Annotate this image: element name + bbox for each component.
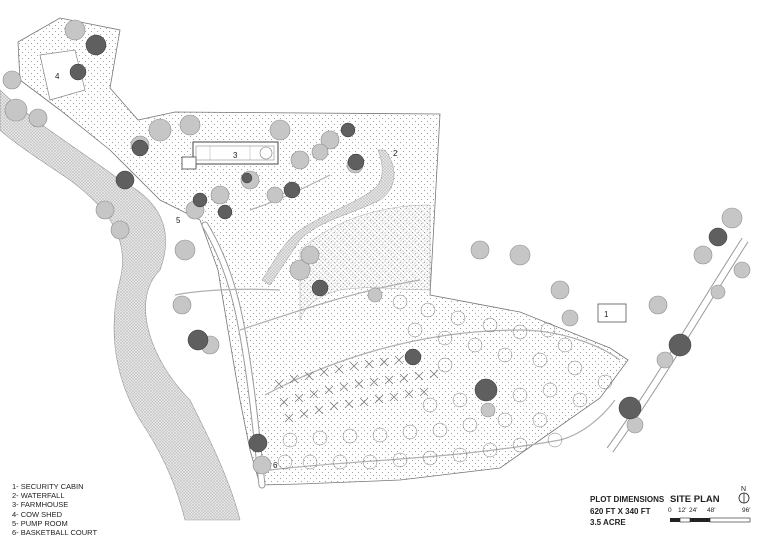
- label-waterfall: 2: [393, 149, 398, 158]
- label-pump-room: 5: [176, 216, 181, 225]
- label-basketball-court: 6: [273, 461, 278, 470]
- north-arrow-icon: N: [738, 486, 750, 504]
- plot-dimensions-size: 620 FT X 340 FT: [590, 506, 651, 516]
- scale-tick-label: 0: [668, 507, 672, 514]
- meadow: [299, 204, 431, 321]
- legend-item: 5- PUMP ROOM: [12, 518, 68, 528]
- legend-item: 4- COW SHED: [12, 509, 63, 519]
- scale-tick-label: 96': [742, 507, 751, 514]
- legend-item: 3- FARMHOUSE: [12, 500, 69, 510]
- legend: 1- SECURITY CABIN 2- WATERFALL 3- FARMHO…: [12, 482, 97, 537]
- label-farmhouse: 3: [233, 151, 238, 160]
- plot-dimensions: PLOT DIMENSIONS 620 FT X 340 FT 3.5 ACRE: [590, 494, 664, 529]
- legend-item: 1- SECURITY CABIN: [12, 482, 84, 491]
- cow-shed-plot: [39, 49, 86, 101]
- legend-item: 6- BASKETBALL COURT: [12, 528, 98, 538]
- scale-tick-label: 12': [678, 507, 687, 514]
- plot-dimensions-title: PLOT DIMENSIONS: [590, 495, 665, 504]
- scale-bar: 0 12' 24' 48' 96': [668, 507, 756, 529]
- scale-tick-label: 24': [689, 507, 698, 514]
- security-cabin: [597, 303, 627, 323]
- waterfall: [261, 149, 395, 286]
- orchard-trees: [277, 294, 613, 470]
- scale-tick-label: 48': [707, 507, 716, 514]
- site-plan-title: SITE PLAN: [670, 494, 720, 505]
- garden-path-4: [174, 288, 281, 296]
- label-cow-shed: 4: [55, 72, 60, 81]
- dark-tree-canopies: [69, 34, 728, 453]
- plot-dimensions-area: 3.5 ACRE: [590, 518, 626, 527]
- label-security-cabin: 1: [604, 310, 609, 319]
- north-label: N: [741, 486, 746, 493]
- garden-path-2: [264, 329, 621, 396]
- shrub-field: [274, 355, 439, 423]
- garden-path-1: [239, 279, 421, 331]
- legend-item: 2- WATERFALL: [12, 491, 65, 501]
- farmhouse-building: [192, 141, 279, 165]
- scale-bar-graphic: [670, 517, 751, 523]
